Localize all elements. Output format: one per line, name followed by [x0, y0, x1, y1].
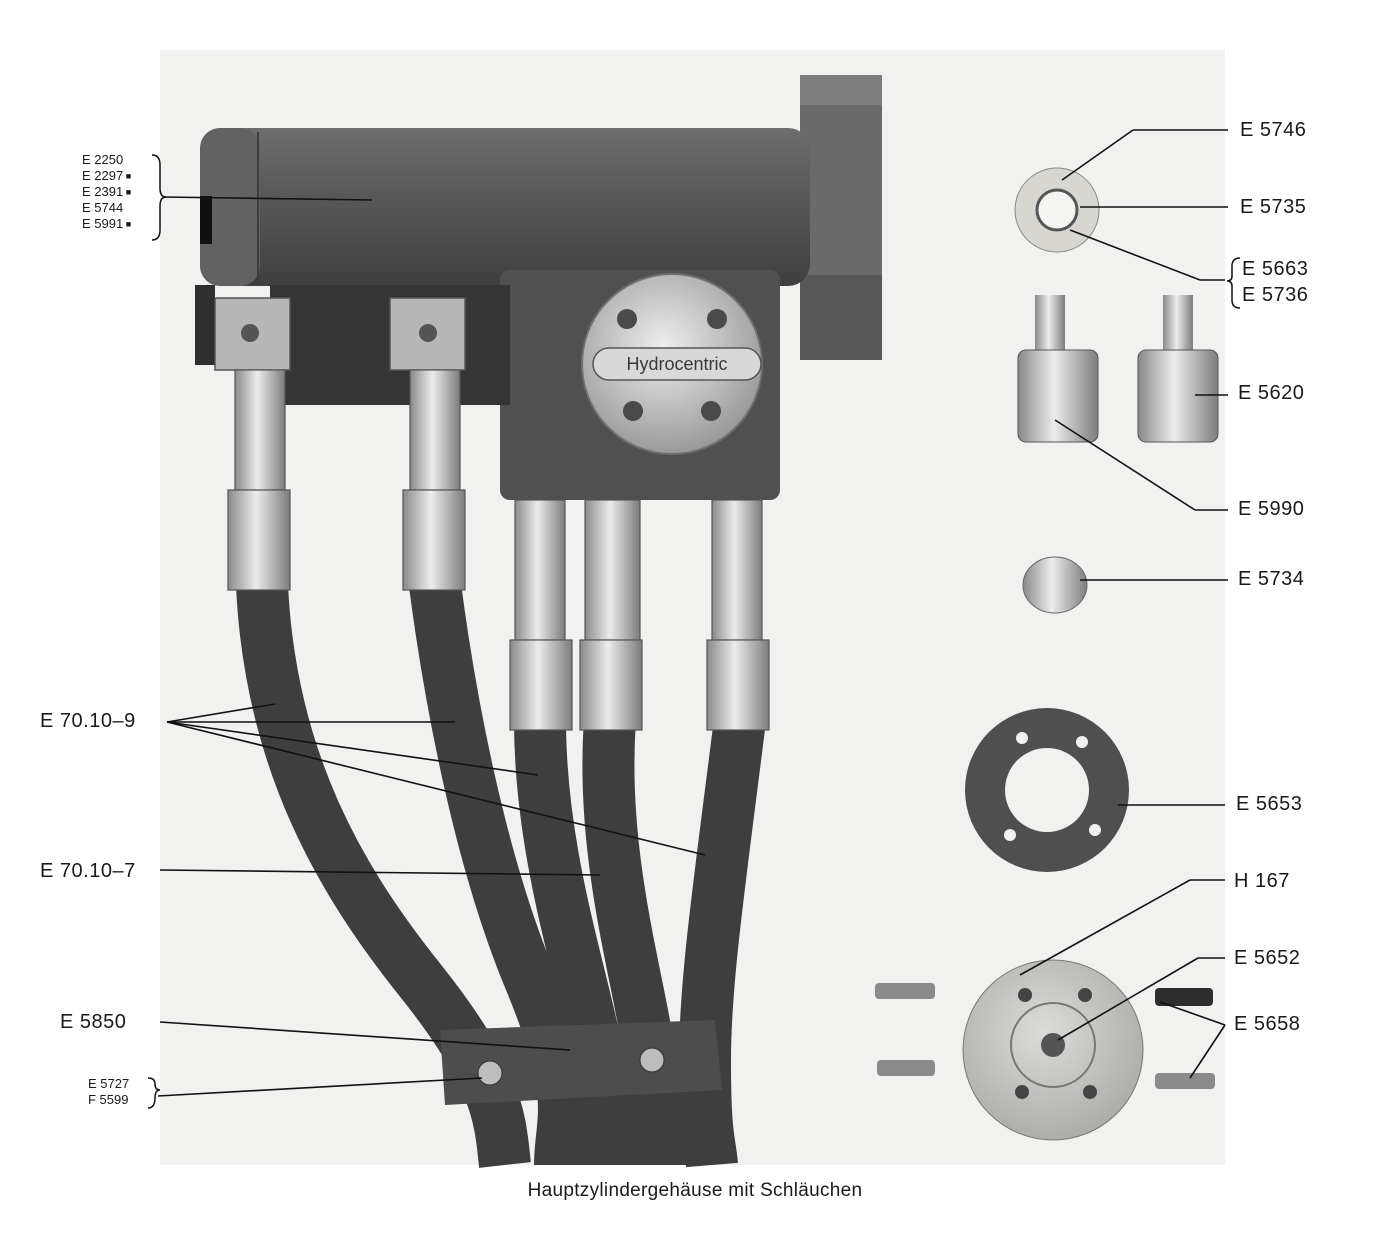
label-braces — [147, 154, 1241, 1109]
label-e5990: E 5990 — [1238, 498, 1305, 520]
hose-fittings — [227, 369, 770, 731]
leader-lines — [157, 129, 1228, 1097]
label-e5746: E 5746 — [1240, 119, 1307, 141]
label-h167: H 167 — [1234, 870, 1290, 892]
label-e5620: E 5620 — [1238, 382, 1305, 404]
clamp-screw-label: E 5727 — [88, 1076, 130, 1091]
hose-clamp — [440, 1020, 722, 1105]
figure-caption: Hauptzylindergehäuse mit Schläuchen — [527, 1180, 863, 1201]
clamp-screw-labels: E 5727 F 5599 — [88, 1076, 129, 1108]
label-e5653: E 5653 — [1236, 793, 1303, 815]
label-e5734: E 5734 — [1238, 568, 1305, 590]
label-e5652: E 5652 — [1234, 947, 1301, 969]
brand-text: Hydrocentric — [626, 354, 727, 374]
label-e5663: E 5663 — [1242, 258, 1309, 280]
label-e5735: E 5735 — [1240, 196, 1307, 218]
clamp-screw-label: F 5599 — [88, 1092, 129, 1107]
clamp-label: E 5850 — [60, 1011, 127, 1033]
housing-part-label: E 2297 — [82, 168, 131, 184]
hydrocentric-nameplate: Hydrocentric — [581, 273, 763, 455]
housing-part-label: E 5744 — [82, 200, 124, 215]
housing-part-numbers: E 2250 E 2297 E 2391 E 5744 E 5991 — [82, 152, 131, 232]
housing-part-label: E 5991 — [82, 216, 131, 232]
housing-part-label: E 2391 — [82, 184, 131, 200]
right-parts — [875, 167, 1219, 1141]
housing-part-label: E 2250 — [82, 152, 124, 167]
label-e5658: E 5658 — [1234, 1013, 1301, 1035]
housing-label-marker — [200, 196, 212, 244]
label-e5736: E 5736 — [1242, 284, 1309, 306]
hose-7-label: E 70.10–7 — [40, 860, 136, 882]
hose-9-label: E 70.10–9 — [40, 710, 136, 732]
